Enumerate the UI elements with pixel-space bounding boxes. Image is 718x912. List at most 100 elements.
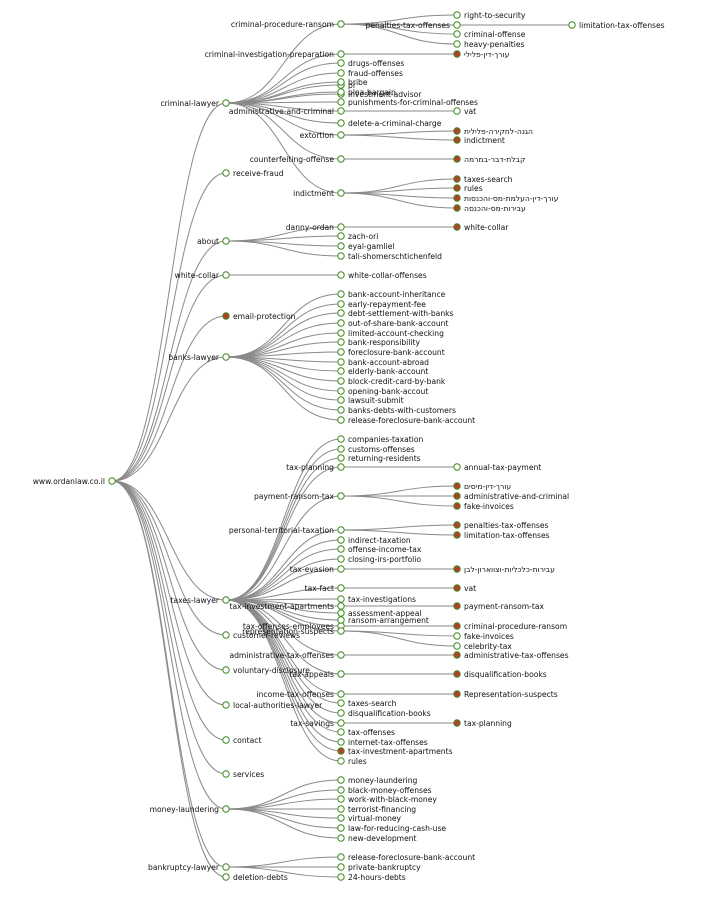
tree-node-personal-territorial-taxation[interactable]: personal-territorial-taxation: [229, 526, 345, 535]
tree-node-criminal-offense[interactable]: criminal-offense: [453, 30, 526, 39]
tree-node-hebrew[interactable]: עבירות-מס-והכנסה: [453, 204, 526, 213]
tree-node-customer-reviews[interactable]: customer-reviews: [222, 631, 300, 640]
tree-node-zach-ori[interactable]: zach-ori: [337, 232, 379, 241]
node-circle[interactable]: [337, 699, 345, 707]
node-circle[interactable]: [337, 119, 345, 127]
tree-node-indictment[interactable]: indictment: [293, 189, 345, 198]
tree-node-white-collar[interactable]: white-collar: [453, 223, 509, 232]
tree-node-white-collar-offenses[interactable]: white-collar-offenses: [337, 271, 427, 280]
node-circle[interactable]: [337, 536, 345, 544]
node-circle[interactable]: [337, 690, 345, 698]
tree-node-tax-investment-apartments[interactable]: tax-investment-apartments: [337, 747, 453, 756]
collapsed-node-circle[interactable]: [453, 651, 461, 659]
collapsed-node-circle[interactable]: [453, 184, 461, 192]
tree-node-email-protection[interactable]: email-protection: [222, 312, 296, 321]
node-circle[interactable]: [337, 616, 345, 624]
tree-node-hebrew[interactable]: עורך-דין-מיסים: [453, 482, 512, 491]
tree-node-criminal-procedure-ransom[interactable]: criminal-procedure-ransom: [231, 20, 345, 29]
node-circle[interactable]: [337, 609, 345, 617]
tree-node-limited-account-checking[interactable]: limited-account-checking: [337, 329, 444, 338]
tree-node-money-laundering[interactable]: money-laundering: [150, 805, 230, 814]
node-circle[interactable]: [337, 463, 345, 471]
node-circle[interactable]: [337, 454, 345, 462]
tree-node-www-ordanlaw-co-il[interactable]: www.ordanlaw.co.il: [33, 477, 116, 486]
node-circle[interactable]: [337, 776, 345, 784]
collapsed-node-circle[interactable]: [453, 204, 461, 212]
collapsed-node-circle[interactable]: [453, 482, 461, 490]
collapsed-node-circle[interactable]: [453, 719, 461, 727]
tree-node-bribe[interactable]: bribe: [337, 78, 368, 87]
tree-node-representation-suspects[interactable]: Representation-suspects: [453, 690, 558, 699]
node-circle[interactable]: [337, 319, 345, 327]
tree-node-tax-planning[interactable]: tax-planning: [286, 463, 345, 472]
node-circle[interactable]: [222, 736, 230, 744]
node-circle[interactable]: [337, 271, 345, 279]
collapsed-node-circle[interactable]: [453, 175, 461, 183]
node-circle[interactable]: [337, 651, 345, 659]
node-circle[interactable]: [337, 406, 345, 414]
node-circle[interactable]: [453, 642, 461, 650]
tree-node-administrative-tax-offenses[interactable]: administrative-tax-offenses: [229, 651, 345, 660]
tree-node-penalties-tax-offenses[interactable]: penalties-tax-offenses: [366, 21, 461, 30]
node-circle[interactable]: [337, 719, 345, 727]
node-circle[interactable]: [337, 223, 345, 231]
node-circle[interactable]: [222, 770, 230, 778]
tree-node-foreclosure-bank-account[interactable]: foreclosure-bank-account: [337, 348, 445, 357]
tree-node-banks-lawyer[interactable]: banks-lawyer: [168, 353, 230, 362]
tree-node-criminal-lawyer[interactable]: criminal-lawyer: [161, 99, 230, 108]
node-circle[interactable]: [222, 353, 230, 361]
node-circle[interactable]: [337, 189, 345, 197]
tree-node-opening-bank-accout[interactable]: opening-bank-accout: [337, 387, 429, 396]
node-circle[interactable]: [337, 107, 345, 115]
node-circle[interactable]: [337, 377, 345, 385]
node-circle[interactable]: [337, 435, 345, 443]
tree-node-annual-tax-payment[interactable]: annual-tax-payment: [453, 463, 542, 472]
node-circle[interactable]: [222, 99, 230, 107]
node-circle[interactable]: [337, 98, 345, 106]
node-circle[interactable]: [337, 795, 345, 803]
node-circle[interactable]: [108, 477, 116, 485]
tree-node-release-foreclosure-bank-account[interactable]: release-foreclosure-bank-account: [337, 853, 475, 862]
collapsed-node-circle[interactable]: [453, 622, 461, 630]
node-circle[interactable]: [222, 271, 230, 279]
node-circle[interactable]: [337, 69, 345, 77]
node-circle[interactable]: [337, 595, 345, 603]
tree-node-voluntary-disclosure[interactable]: voluntary-disclosure: [222, 666, 310, 675]
tree-node-representation-suspects[interactable]: representation-suspects: [242, 627, 345, 636]
tree-node-rules[interactable]: rules: [337, 757, 367, 766]
tree-node-law-for-reducing-cash-use[interactable]: law-for-reducing-cash-use: [337, 824, 447, 833]
node-circle[interactable]: [337, 348, 345, 356]
node-circle[interactable]: [222, 666, 230, 674]
node-circle[interactable]: [453, 632, 461, 640]
tree-node-local-authorities-lawyer[interactable]: local-authorities-lawyer: [222, 701, 323, 710]
collapsed-node-circle[interactable]: [453, 155, 461, 163]
tree-node-hebrew[interactable]: עורך-דין-העלמת-מס-והכנסות: [453, 194, 559, 203]
tree-node-tax-savings[interactable]: tax-savings: [290, 719, 345, 728]
node-circle[interactable]: [337, 416, 345, 424]
tree-node-punishments-for-criminal-offenses[interactable]: punishments-for-criminal-offenses: [337, 98, 478, 107]
collapsed-node-circle[interactable]: [453, 670, 461, 678]
tree-node-vat[interactable]: vat: [453, 584, 476, 593]
node-circle[interactable]: [222, 169, 230, 177]
node-circle[interactable]: [337, 232, 345, 240]
collapsed-node-circle[interactable]: [453, 502, 461, 510]
tree-node-payment-ransom-tax[interactable]: payment-ransom-tax: [254, 492, 345, 501]
tree-node-white-collar[interactable]: white-collar: [175, 271, 230, 280]
tree-node-drugs-offenses[interactable]: drugs-offenses: [337, 59, 405, 68]
node-circle[interactable]: [222, 863, 230, 871]
tree-node-rules[interactable]: rules: [453, 184, 483, 193]
node-circle[interactable]: [222, 596, 230, 604]
tree-node-fraud-offenses[interactable]: fraud-offenses: [337, 69, 403, 78]
tree-node-money-laundering[interactable]: money-laundering: [337, 776, 418, 785]
tree-node-assessment-appeal[interactable]: assessment-appeal: [337, 609, 422, 618]
node-circle[interactable]: [453, 21, 461, 29]
tree-node-vat[interactable]: vat: [453, 107, 476, 116]
tree-node-celebrity-tax[interactable]: celebrity-tax: [453, 642, 513, 651]
tree-node-companies-taxation[interactable]: companies-taxation: [337, 435, 424, 444]
tree-node-24-hours-debts[interactable]: 24-hours-debts: [337, 873, 406, 882]
tree-node-bank-account-abroad[interactable]: bank-account-abroad: [337, 358, 429, 367]
tree-node-debt-settlement-with-banks[interactable]: debt-settlement-with-banks: [337, 309, 454, 318]
node-circle[interactable]: [222, 237, 230, 245]
node-circle[interactable]: [337, 20, 345, 28]
tree-node-early-repayment-fee[interactable]: early-repayment-fee: [337, 300, 426, 309]
